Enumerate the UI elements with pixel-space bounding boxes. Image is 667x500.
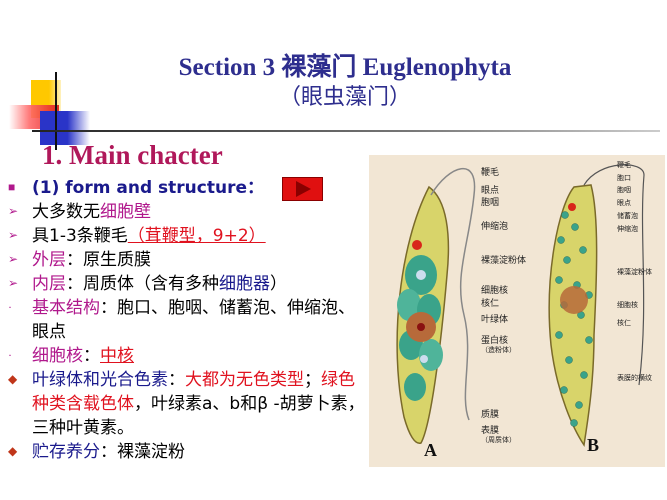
- list-item-text: ：原生质膜: [66, 250, 151, 270]
- diagram-label-a: 胞咽: [481, 198, 500, 208]
- diagram-label-b: 伸缩泡: [617, 225, 638, 233]
- title-divider: [32, 130, 660, 132]
- bullet-icon: ➢: [8, 204, 19, 218]
- list-item-text: ：周质体（含有多种: [66, 274, 219, 294]
- title-line-2: （眼虫藻门）: [278, 85, 411, 110]
- list-item-text: ：: [83, 346, 100, 366]
- bullet-icon: ➢: [8, 276, 19, 290]
- bullet-icon: ➢: [8, 252, 19, 266]
- list-item-text: ，叶绿素a、b和β -胡萝卜素，三种叶黄素。: [32, 394, 365, 438]
- list-item-text: ）: [270, 274, 287, 294]
- list-item-text: 贮存养分: [32, 442, 100, 462]
- diagram-label-a: 伸缩泡: [481, 222, 509, 232]
- figure-letter-a: A: [424, 440, 437, 460]
- list-item-text: 绿色种类含载色体: [32, 370, 355, 414]
- list-item: ◆ 贮存养分：裸藻淀粉: [8, 440, 370, 464]
- slide-title: Section 3 裸藻门 Euglenophyta （眼虫藻门）: [110, 53, 580, 113]
- diagram-label-b: 胞咽: [617, 186, 631, 194]
- list-item-text: 细胞壁: [100, 202, 151, 222]
- diagram-label-a: 眼点: [481, 186, 500, 196]
- bullet-icon: ■: [8, 180, 16, 194]
- diagram-label-a: 叶绿体: [481, 315, 509, 325]
- diagram-label-a: （造粉体）: [481, 346, 516, 354]
- bullet-icon: ◆: [8, 372, 18, 386]
- vertical-line: [55, 72, 57, 150]
- list-item-text: 具1-3条鞭毛: [32, 226, 128, 246]
- list-item-text: 大多数无: [32, 202, 100, 222]
- list-item-text: 中核: [100, 346, 134, 366]
- section-heading: 1. Main chacter: [42, 140, 223, 170]
- list-item: · 基本结构：胞口、胞咽、储蓄泡、伸缩泡、眼点: [8, 296, 370, 344]
- bullet-icon: ◆: [8, 444, 18, 458]
- list-item: ■ (1) form and structure：: [8, 176, 370, 200]
- list-item: · 细胞核：中核: [8, 344, 370, 368]
- diagram-label-b: 细胞核: [617, 301, 638, 309]
- blue-square: [40, 111, 90, 145]
- list-item: ➢ 大多数无细胞壁: [8, 200, 370, 224]
- list-item-text: 内层: [32, 274, 66, 294]
- diagram-label-b: 储蓄泡: [617, 212, 638, 220]
- list-item: ◆ 叶绿体和光合色素：大都为无色类型；绿色种类含载色体，叶绿素a、b和β -胡萝卜…: [8, 368, 370, 440]
- bullet-icon: ·: [8, 348, 12, 362]
- diagram-label-a: （周质体）: [481, 436, 516, 444]
- list-item-text: (1) form and structure：: [32, 178, 264, 198]
- diagram-label-a: 细胞核: [481, 286, 509, 296]
- list-item: ➢ 具1-3条鞭毛（茸鞭型，9+2）: [8, 224, 370, 248]
- list-item-text: 基本结构: [32, 298, 100, 318]
- diagram-label-b: 眼点: [617, 199, 631, 207]
- bullet-icon: ·: [8, 300, 12, 314]
- play-icon[interactable]: [282, 177, 323, 201]
- diagram-label-b: 表膜的横纹: [617, 374, 652, 382]
- list-item-text: 大都为无色类型: [185, 370, 304, 390]
- euglena-diagram: 鞭毛眼点胞咽伸缩泡裸藻淀粉体细胞核核仁叶绿体蛋白核（造粉体）质膜表膜（周质体）鞭…: [369, 155, 665, 467]
- list-item-text: 细胞器: [219, 274, 270, 294]
- title-line-1: Section 3 裸藻门 Euglenophyta: [178, 54, 512, 81]
- list-item-text: （茸鞭型，9+2）: [127, 226, 266, 246]
- list-item-text: ：裸藻淀粉: [100, 442, 185, 462]
- diagram-label-a: 质膜: [481, 410, 500, 420]
- diagram-label-b: 核仁: [617, 319, 631, 327]
- diagram-label-a: 裸藻淀粉体: [481, 256, 527, 266]
- list-item-text: ：胞口、胞咽、储蓄泡、伸缩泡、眼点: [32, 298, 355, 342]
- diagram-label-a: 鞭毛: [481, 168, 500, 178]
- list-item-text: 细胞核: [32, 346, 83, 366]
- diagram-label-b: 鞭毛: [617, 161, 631, 169]
- diagram-label-a: 表膜: [481, 426, 500, 436]
- list-item: ➢ 内层：周质体（含有多种细胞器）: [8, 272, 370, 296]
- list-item-text: 叶绿体和光合色素: [32, 370, 168, 390]
- figure-letter-b: B: [587, 435, 600, 455]
- diagram-label-b: 裸藻淀粉体: [617, 268, 652, 276]
- list-item-text: ；: [304, 370, 321, 390]
- list-item-text: 外层: [32, 250, 66, 270]
- bullet-list: ■ (1) form and structure： ➢ 大多数无细胞壁 ➢ 具1-3条鞭毛…: [8, 176, 370, 464]
- euglena-illustration: [396, 164, 645, 448]
- bullet-icon: ➢: [8, 228, 19, 242]
- diagram-label-b: 胞口: [617, 174, 631, 182]
- list-item-text: ：: [168, 370, 185, 390]
- diagram-label-a: 蛋白核: [481, 336, 509, 346]
- diagram-label-a: 核仁: [481, 299, 500, 309]
- list-item: ➢ 外层：原生质膜: [8, 248, 370, 272]
